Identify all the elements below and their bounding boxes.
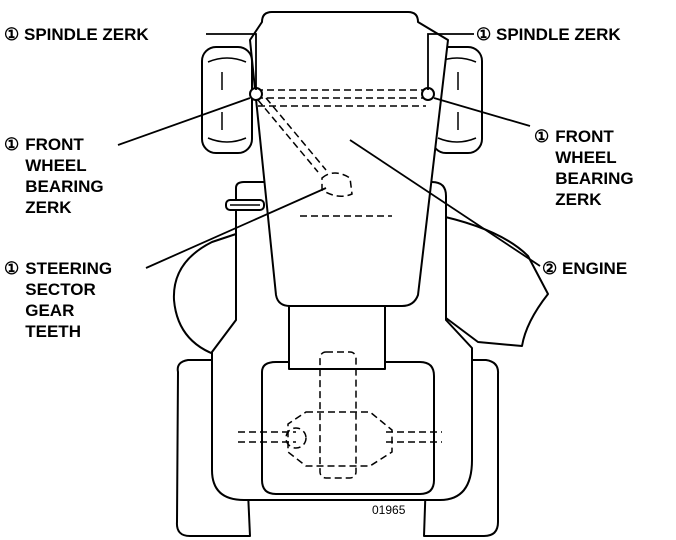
callout-text: FRONT WHEEL BEARING ZERK [25, 135, 104, 217]
driveshaft [319, 351, 357, 479]
callout-front-wheel-bearing-left: ① FRONT WHEEL BEARING ZERK [4, 134, 104, 218]
callout-steering-sector: ① STEERING SECTOR GEAR TEETH [4, 258, 112, 342]
callout-marker: ① [476, 25, 492, 44]
tie-rod [257, 97, 327, 173]
seat [261, 361, 435, 495]
figure-number: 01965 [372, 503, 406, 517]
callout-marker: ① [4, 25, 20, 44]
callout-text: SPINDLE ZERK [495, 25, 621, 44]
callout-marker: ① [4, 259, 20, 278]
callout-text: FRONT WHEEL BEARING ZERK [555, 127, 634, 209]
discharge-chute [431, 213, 549, 347]
callout-text: ENGINE [561, 259, 628, 278]
callout-engine: ② ENGINE [542, 258, 627, 279]
callout-front-wheel-bearing-right: ① FRONT WHEEL BEARING ZERK [534, 126, 634, 210]
callout-text: STEERING SECTOR GEAR TEETH [25, 259, 113, 341]
callout-spindle-zerk-right: ① SPINDLE ZERK [476, 24, 621, 45]
hood [249, 11, 449, 307]
callout-spindle-zerk-left: ① SPINDLE ZERK [4, 24, 149, 45]
front-wheel-left [201, 46, 253, 154]
callout-marker: ② [542, 259, 558, 278]
transaxle [238, 431, 442, 443]
callout-text: SPINDLE ZERK [23, 25, 149, 44]
callout-marker: ① [4, 135, 20, 154]
steering-sector [321, 172, 353, 197]
callout-marker: ① [534, 127, 550, 146]
steering-column [288, 304, 386, 370]
front-axle [256, 89, 428, 107]
